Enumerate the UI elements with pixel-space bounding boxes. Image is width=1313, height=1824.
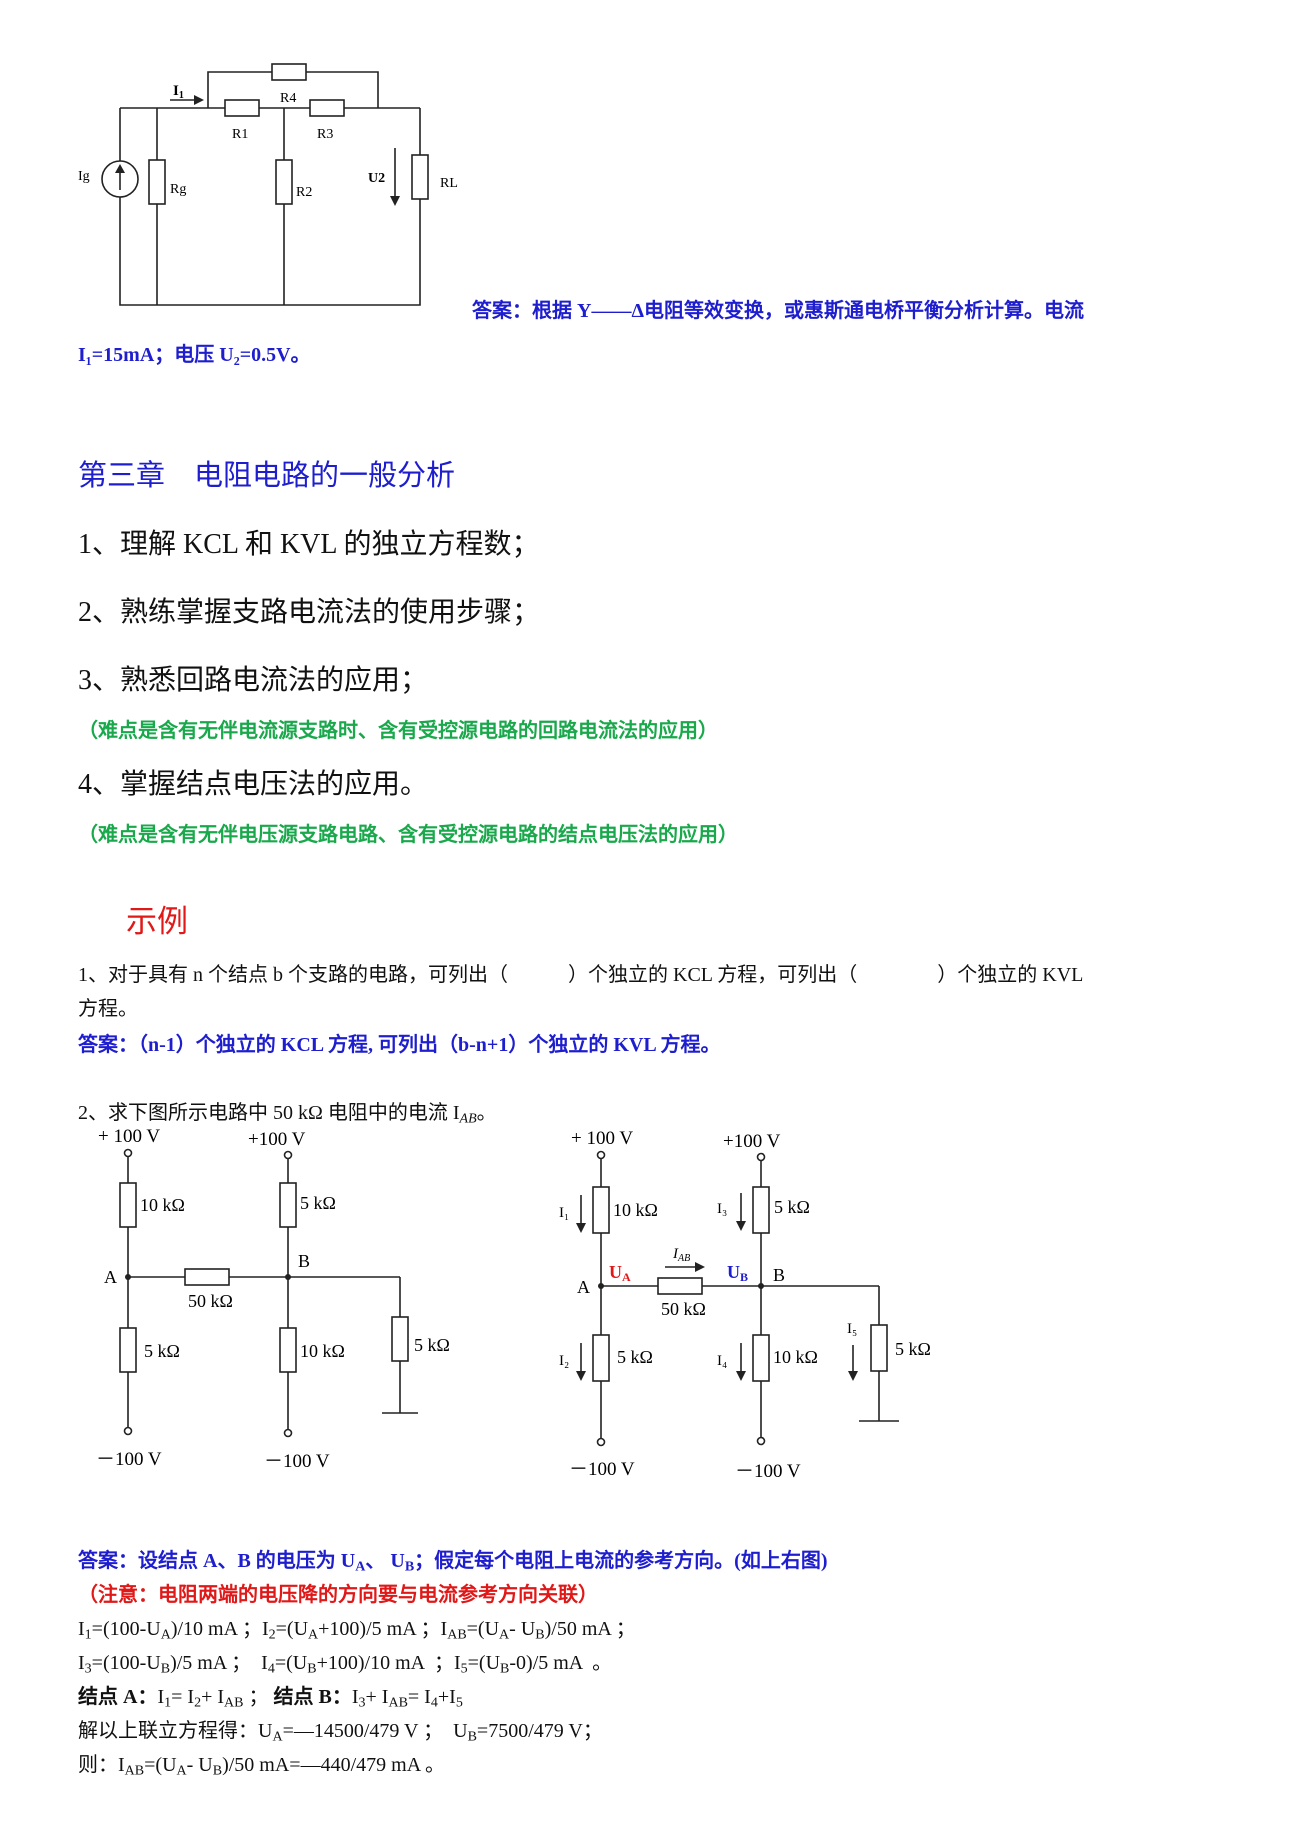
label-bottom-left-voltage: －100 V (96, 1449, 162, 1470)
equation-line-2: I3=(100-UB)/5 mA ； I4=(UB+100)/10 mA ；I5… (78, 1652, 613, 1677)
label-rl: RL (440, 176, 458, 191)
annotated-node-circuit-diagram: + 100 V +100 V I₁ 10 kΩ I₃ 5 kΩ IAB UA U… (559, 1128, 931, 1482)
question-1-line1: 1、对于具有 n 个结点 b 个支路的电路，可列出（ ）个独立的 KCL 方程，… (78, 964, 1084, 986)
label-bottom-right-voltage: －100 V (735, 1461, 801, 1482)
chapter-note-4: （难点是含有无伴电压源支路电路、含有受控源电路的结点电压法的应用） (78, 824, 738, 846)
answer-1: 答案：（n-1）个独立的 KCL 方程, 可列出（b-n+1）个独立的 KVL … (78, 1034, 721, 1056)
label-i3: I₃ (717, 1201, 727, 1217)
label-rg: Rg (170, 182, 186, 197)
label-i2: I₂ (559, 1353, 569, 1369)
answer-2-note: （注意：电阻两端的电压降的方向要与电流参考方向关联） (78, 1584, 598, 1606)
equation-line-5: 则：IAB=(UA- UB)/50 mA=—440/479 mA 。 (78, 1754, 446, 1779)
answer1-line2: I₁=15mA；电压 U₂=0.5V。 (78, 344, 311, 366)
label-i4: I₄ (717, 1353, 727, 1369)
label-node-a: A (104, 1267, 117, 1287)
label-r-50k: 50 kΩ (188, 1291, 233, 1311)
chapter-item-1: 1、理解 KCL 和 KVL 的独立方程数； (78, 529, 540, 560)
answer1-line1: 答案：根据 Y——Δ电阻等效变换，或惠斯通电桥平衡分析计算。电流 (472, 300, 1084, 322)
label-ua: UA (609, 1262, 631, 1284)
label-node-b: B (298, 1251, 310, 1271)
label-ig: Ig (78, 169, 90, 184)
example-heading: 示例 (126, 904, 188, 939)
label-bottom-left-voltage: －100 V (569, 1459, 635, 1480)
label-i5: I₅ (847, 1321, 857, 1337)
label-bottom-right-voltage: －100 V (264, 1451, 330, 1472)
label-r-5k-bottom: 5 kΩ (144, 1341, 180, 1361)
label-r-10k-bottom: 10 kΩ (773, 1347, 818, 1367)
label-node-b: B (773, 1265, 785, 1285)
label-r-5k-top: 5 kΩ (300, 1193, 336, 1213)
label-r3: R3 (317, 127, 333, 142)
label-i1: I₁ (559, 1205, 569, 1221)
label-r1: R1 (232, 127, 248, 142)
chapter-note-3: （难点是含有无伴电流源支路时、含有受控源电路的回路电流法的应用） (78, 720, 718, 742)
answer-2-line1: 答案：设结点 A、B 的电压为 UA、 UB；假定每个电阻上电流的参考方向。(如… (78, 1550, 828, 1575)
equation-line-4: 解以上联立方程得：UA=—14500/479 V ； UB=7500/479 V… (78, 1720, 603, 1745)
bridge-circuit-diagram: I1 R4 R1 R3 Ig Rg R2 U2 RL (78, 63, 458, 306)
label-r-5k-right: 5 kΩ (414, 1335, 450, 1355)
chapter-item-2: 2、熟练掌握支路电流法的使用步骤； (78, 597, 541, 628)
label-top-right-voltage: +100 V (248, 1129, 306, 1150)
label-top-left-voltage: + 100 V (571, 1128, 633, 1149)
chapter-item-3: 3、熟悉回路电流法的应用； (78, 665, 429, 696)
label-r4: R4 (280, 91, 296, 106)
question-2: 2、求下图所示电路中 50 kΩ 电阻中的电流 IAB。 (78, 1102, 497, 1127)
label-r-5k-bottom: 5 kΩ (617, 1347, 653, 1367)
label-r2: R2 (296, 185, 312, 200)
label-iab: IAB (672, 1246, 690, 1264)
label-r-10k-top: 10 kΩ (613, 1200, 658, 1220)
label-top-left-voltage: + 100 V (98, 1126, 160, 1147)
label-r-5k-top: 5 kΩ (774, 1197, 810, 1217)
label-u2: U2 (368, 171, 385, 186)
label-r-10k-top: 10 kΩ (140, 1195, 185, 1215)
node-circuit-diagram: + 100 V +100 V 10 kΩ 5 kΩ A B 50 kΩ 5 kΩ… (96, 1126, 450, 1472)
question-1-line2: 方程。 (78, 998, 138, 1020)
label-r-10k-bottom: 10 kΩ (300, 1341, 345, 1361)
label-r-5k-right: 5 kΩ (895, 1339, 931, 1359)
label-node-a: A (577, 1277, 590, 1297)
chapter-item-4: 4、掌握结点电压法的应用。 (78, 769, 429, 800)
label-top-right-voltage: +100 V (723, 1131, 781, 1152)
equation-line-1: I1=(100-UA)/10 mA ；I2=(UA+100)/5 mA ；IAB… (78, 1618, 636, 1643)
label-i1: I1 (173, 83, 184, 101)
label-ub: UB (727, 1262, 748, 1284)
chapter-title: 第三章 电阻电路的一般分析 (78, 460, 456, 492)
equation-line-3: 结点 A：I1= I2+ IAB ； 结点 B：I3+ IAB= I4+I5 (78, 1686, 463, 1711)
label-r-50k: 50 kΩ (661, 1299, 706, 1319)
